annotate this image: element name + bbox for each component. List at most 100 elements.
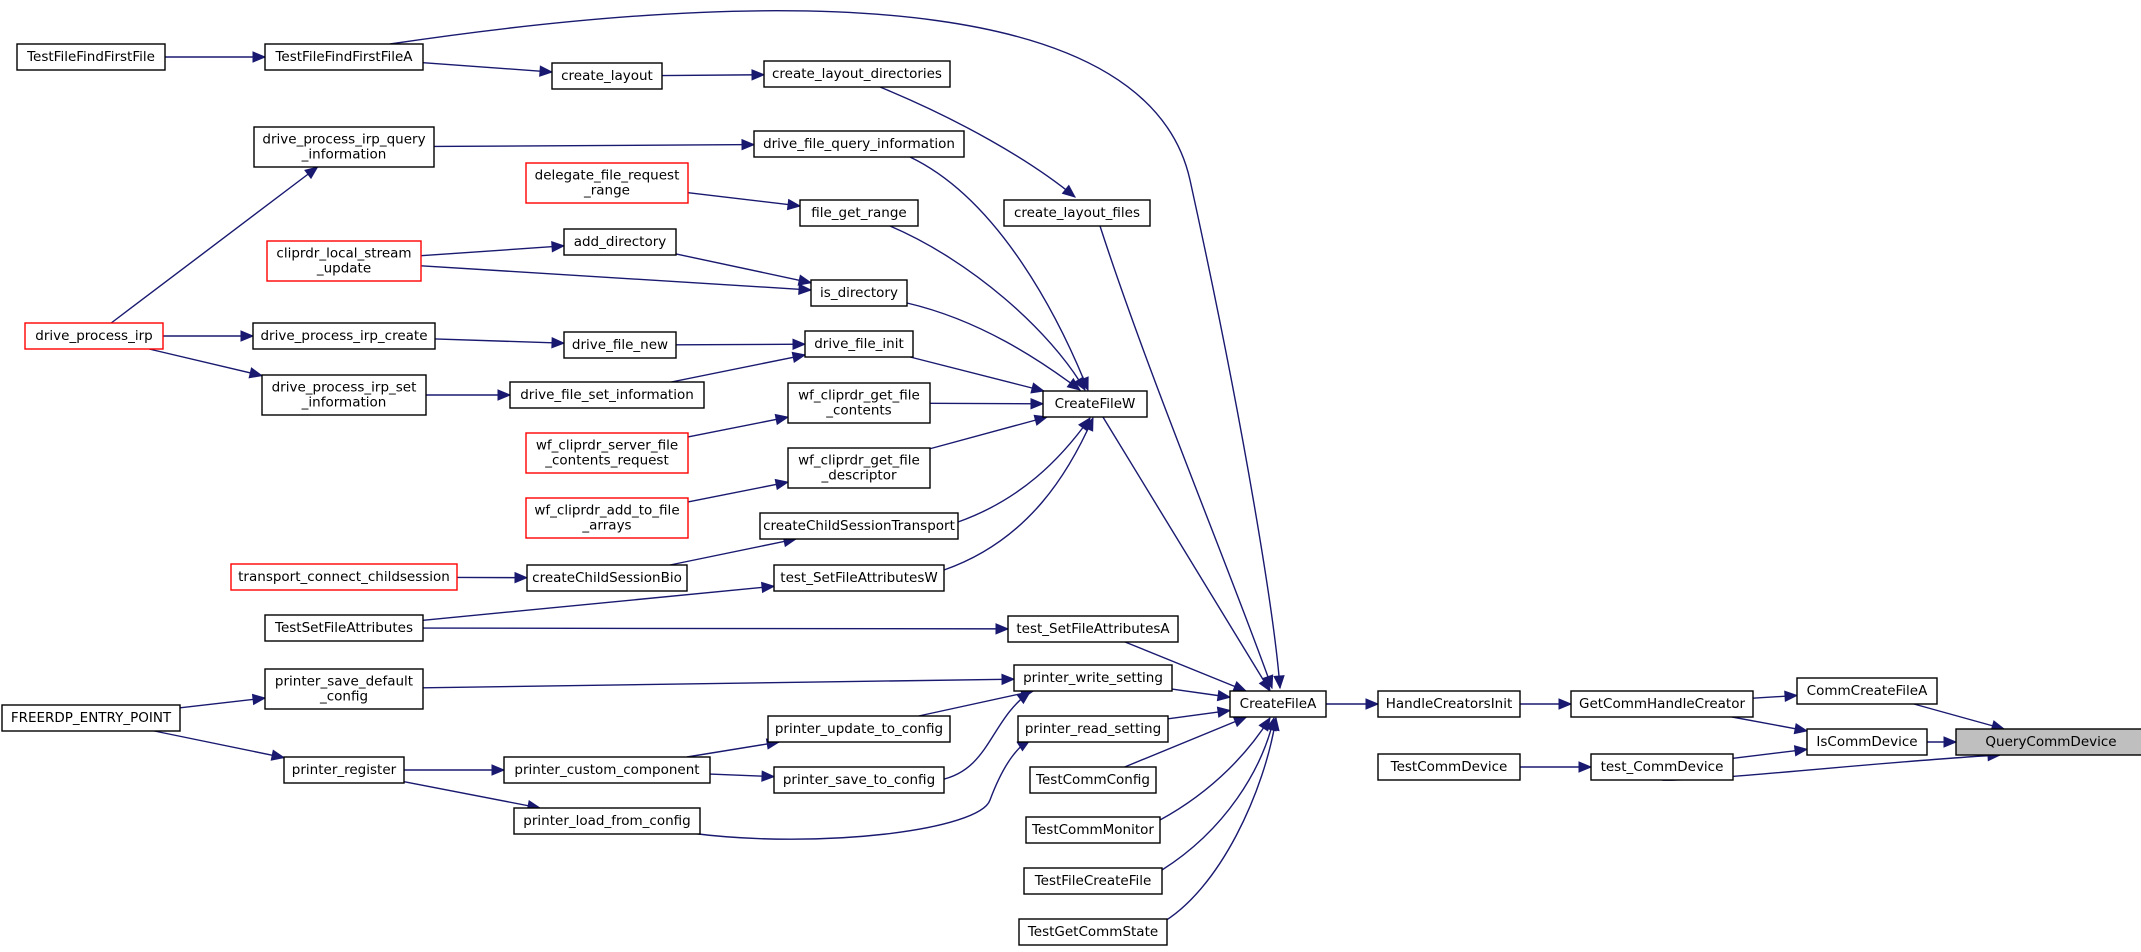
node-wf_cliprdr_server_file_contents_request[interactable]: wf_cliprdr_server_file_contents_request (525, 432, 689, 474)
node-box-createChildSessionTransport (759, 512, 959, 540)
node-delegate_file_request_range[interactable]: delegate_file_request_range (525, 162, 689, 204)
node-label-test_SetFileAttributesW: test_SetFileAttributesW (780, 570, 937, 586)
node-label-wf_cliprdr_add_to_file_arrays-line1: wf_cliprdr_add_to_file (534, 503, 679, 519)
node-QueryCommDevice[interactable]: QueryCommDevice (1955, 728, 2141, 756)
arrowhead-wf_cliprdr_get_file_contents-to-CreateFileW (1030, 397, 1045, 410)
node-printer_save_to_config[interactable]: printer_save_to_config (773, 766, 945, 794)
node-label-wf_cliprdr_server_file_contents_request-line1: wf_cliprdr_server_file (536, 438, 678, 454)
edge-TestFileCreateFile-to-CreateFileA (1161, 717, 1275, 871)
edge-wf_cliprdr_server_file_contents_request-to-wf_cliprdr_get_file_contents (687, 416, 789, 438)
edge-printer_load_from_config-to-printer_read_setting (689, 739, 1031, 840)
arrowhead-cliprdr_local_stream_update-to-is_directory (798, 283, 813, 295)
node-create_layout[interactable]: create_layout (551, 62, 663, 90)
node-wf_cliprdr_get_file_contents[interactable]: wf_cliprdr_get_file_contents (787, 382, 931, 424)
arrowhead-create_layout-to-create_layout_directories (751, 69, 766, 81)
node-drive_process_irp_query_information[interactable]: drive_process_irp_query_information (253, 126, 435, 168)
node-printer_register[interactable]: printer_register (283, 756, 405, 784)
arrowhead-drive_process_irp-to-drive_process_irp_query_information (304, 166, 319, 180)
node-printer_write_setting[interactable]: printer_write_setting (1013, 664, 1173, 692)
node-box-wf_cliprdr_get_file_contents (787, 382, 931, 424)
edge-CreateFileW-to-CreateFileA (1102, 416, 1271, 692)
node-TestGetCommState[interactable]: TestGetCommState (1018, 918, 1168, 946)
node-label-FREERDP_ENTRY_POINT: FREERDP_ENTRY_POINT (11, 710, 172, 726)
node-label-printer_load_from_config: printer_load_from_config (523, 813, 690, 829)
arrowhead-wf_cliprdr_server_file_contents_request-to-wf_cliprdr_get_file_contents (774, 413, 790, 426)
node-label-printer_save_to_config: printer_save_to_config (783, 772, 935, 788)
edge-drive_file_init-to-CreateFileW (909, 356, 1045, 392)
node-is_directory[interactable]: is_directory (810, 279, 908, 307)
node-wf_cliprdr_add_to_file_arrays[interactable]: wf_cliprdr_add_to_file_arrays (525, 497, 689, 539)
arrowhead-FREERDP_ENTRY_POINT-to-printer_save_default_config (251, 693, 267, 706)
node-TestFileCreateFile[interactable]: TestFileCreateFile (1023, 867, 1163, 895)
arrowhead-CreateFileA-to-HandleCreatorsInit (1365, 698, 1380, 710)
node-CreateFileA[interactable]: CreateFileA (1229, 690, 1327, 718)
node-FREERDP_ENTRY_POINT[interactable]: FREERDP_ENTRY_POINT (1, 704, 181, 732)
node-drive_file_init[interactable]: drive_file_init (804, 330, 914, 358)
edge-printer_save_default_config-to-printer_write_setting (422, 678, 1015, 689)
node-TestSetFileAttributes[interactable]: TestSetFileAttributes (264, 614, 424, 642)
node-IsCommDevice[interactable]: IsCommDevice (1806, 728, 1928, 756)
node-printer_load_from_config[interactable]: printer_load_from_config (513, 807, 701, 835)
node-cliprdr_local_stream_update[interactable]: cliprdr_local_stream_update (266, 240, 422, 282)
node-CommCreateFileA[interactable]: CommCreateFileA (1796, 677, 1938, 705)
node-drive_process_irp[interactable]: drive_process_irp (24, 322, 164, 350)
node-create_layout_files[interactable]: create_layout_files (1003, 199, 1151, 227)
node-box-CreateFileW (1042, 390, 1148, 418)
node-TestCommDevice[interactable]: TestCommDevice (1377, 753, 1521, 781)
node-label-create_layout: create_layout (561, 68, 653, 84)
arrowhead-drive_file_init-to-CreateFileW (1030, 382, 1046, 394)
node-printer_update_to_config[interactable]: printer_update_to_config (767, 715, 951, 743)
node-file_get_range[interactable]: file_get_range (799, 199, 919, 227)
node-label-printer_read_setting: printer_read_setting (1025, 721, 1161, 737)
arrowhead-GetCommHandleCreator-to-CommCreateFileA (1784, 690, 1799, 702)
node-TestFileFindFirstFile[interactable]: TestFileFindFirstFile (16, 43, 166, 71)
node-transport_connect_childsession[interactable]: transport_connect_childsession (230, 563, 458, 591)
node-label-printer_update_to_config: printer_update_to_config (775, 721, 943, 737)
node-drive_process_irp_create[interactable]: drive_process_irp_create (252, 322, 436, 350)
node-label-delegate_file_request_range-line1: delegate_file_request (535, 168, 680, 184)
node-printer_custom_component[interactable]: printer_custom_component (503, 756, 711, 784)
node-wf_cliprdr_get_file_descriptor[interactable]: wf_cliprdr_get_file_descriptor (787, 447, 931, 489)
edge-create_layout_directories-to-create_layout_files (879, 86, 1076, 198)
arrowhead-TestFileFindFirstFileA-to-create_layout (539, 65, 554, 77)
node-label-create_layout_directories: create_layout_directories (772, 66, 942, 82)
node-TestFileFindFirstFileA[interactable]: TestFileFindFirstFileA (264, 43, 424, 71)
node-box-drive_process_irp (24, 322, 164, 350)
node-printer_read_setting[interactable]: printer_read_setting (1017, 715, 1169, 743)
node-label-printer_register: printer_register (292, 762, 397, 778)
node-create_layout_directories[interactable]: create_layout_directories (763, 60, 951, 88)
node-CreateFileW[interactable]: CreateFileW (1042, 390, 1148, 418)
node-TestCommMonitor[interactable]: TestCommMonitor (1025, 816, 1161, 844)
node-TestCommConfig[interactable]: TestCommConfig (1029, 766, 1157, 794)
node-createChildSessionBio[interactable]: createChildSessionBio (526, 564, 688, 592)
graph-nodes: QueryCommDevice CommCreateFileA IsCommDevi… (1, 43, 2141, 946)
node-drive_file_set_information[interactable]: drive_file_set_information (509, 381, 705, 409)
node-label-test_SetFileAttributesA: test_SetFileAttributesA (1016, 621, 1170, 637)
node-test_CommDevice[interactable]: test_CommDevice (1590, 753, 1734, 781)
arrowhead-drive_process_irp-to-drive_process_irp_set_information (248, 367, 264, 379)
node-drive_file_new[interactable]: drive_file_new (563, 331, 677, 359)
edge-printer_custom_component-to-printer_update_to_config (686, 741, 780, 758)
node-test_SetFileAttributesA[interactable]: test_SetFileAttributesA (1007, 615, 1179, 643)
node-box-create_layout_directories (763, 60, 951, 88)
arrowhead-file_get_range-to-CreateFileW (1073, 376, 1086, 392)
node-box-wf_cliprdr_add_to_file_arrays (525, 497, 689, 539)
arrowhead-TestCommConfig-to-CreateFileA (1232, 716, 1248, 728)
node-printer_save_default_config[interactable]: printer_save_default_config (264, 668, 424, 710)
node-drive_file_query_information[interactable]: drive_file_query_information (753, 130, 965, 158)
node-add_directory[interactable]: add_directory (563, 228, 677, 256)
node-drive_process_irp_set_information[interactable]: drive_process_irp_set_information (261, 374, 427, 416)
node-test_SetFileAttributesW[interactable]: test_SetFileAttributesW (773, 564, 945, 592)
edge-printer_save_to_config-to-printer_write_setting (939, 691, 1031, 781)
node-box-test_SetFileAttributesA (1007, 615, 1179, 643)
node-HandleCreatorsInit[interactable]: HandleCreatorsInit (1377, 690, 1521, 718)
node-createChildSessionTransport[interactable]: createChildSessionTransport (759, 512, 959, 540)
node-box-wf_cliprdr_server_file_contents_request (525, 432, 689, 474)
node-box-is_directory (810, 279, 908, 307)
node-label-drive_file_set_information: drive_file_set_information (520, 387, 694, 403)
node-label-create_layout_files: create_layout_files (1014, 205, 1140, 221)
node-GetCommHandleCreator[interactable]: GetCommHandleCreator (1570, 690, 1754, 718)
arrowhead-printer_register-to-printer_custom_component (491, 764, 506, 776)
node-box-TestFileFindFirstFile (16, 43, 166, 71)
